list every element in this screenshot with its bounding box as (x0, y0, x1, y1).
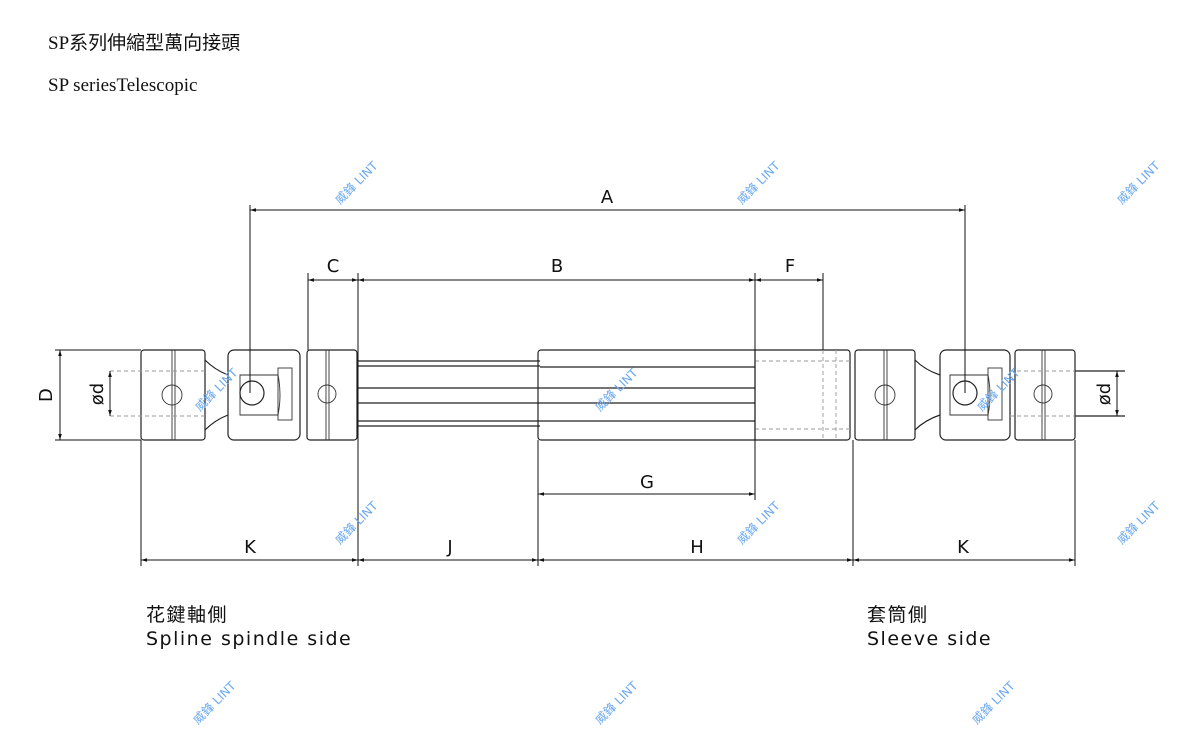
sleeve (537, 349, 851, 441)
title-english: SP seriesTelescopic (48, 75, 198, 96)
dimension-lines (58, 208, 1119, 562)
spline-side-zh: 花鍵軸側 (146, 604, 229, 626)
dim-label-h: H (690, 537, 704, 558)
spline-side-caption: 花鍵軸側 Spline spindle side (146, 603, 352, 651)
watermark: 威鋒 LINT (592, 365, 642, 415)
watermark: 威鋒 LINT (192, 365, 242, 415)
left-inner-hub (306, 349, 358, 441)
watermark: 威鋒 LINT (1114, 498, 1164, 548)
dim-label-d-left: ød (87, 383, 108, 405)
dim-label-c: C (327, 256, 340, 277)
watermark: 威鋒 LINT (1114, 158, 1164, 208)
sleeve-side-en: Sleeve side (867, 628, 993, 650)
left-yoke (227, 349, 301, 441)
dim-label-k-right: K (957, 537, 970, 558)
right-inner-hub (854, 349, 941, 441)
extension-lines (55, 205, 1076, 566)
watermark: 威鋒 LINT (969, 678, 1019, 728)
watermark: 威鋒 LINT (734, 158, 784, 208)
sleeve-side-caption: 套筒側 Sleeve side (867, 603, 992, 651)
dim-label-b: B (551, 256, 563, 277)
dim-label-j: J (446, 537, 452, 558)
dim-label-d-right: ød (1094, 383, 1115, 405)
sleeve-side-zh: 套筒側 (867, 604, 929, 626)
title-chinese: SP系列伸縮型萬向接頭 (48, 33, 241, 54)
dim-label-g: G (640, 472, 654, 493)
dim-label-a: A (601, 187, 614, 208)
spline-shaft (357, 360, 755, 427)
watermark: 威鋒 LINT (592, 678, 642, 728)
dim-label-k-left: K (244, 537, 257, 558)
watermark: 威鋒 LINT (734, 498, 784, 548)
dim-label-d-outer: D (36, 388, 57, 402)
left-end-hub (110, 349, 229, 441)
spline-side-en: Spline spindle side (146, 628, 353, 650)
dim-label-f: F (785, 256, 795, 277)
watermark: 威鋒 LINT (332, 498, 382, 548)
right-end-hub (1010, 349, 1125, 441)
watermark: 威鋒 LINT (332, 158, 382, 208)
watermark: 威鋒 LINT (190, 678, 240, 728)
